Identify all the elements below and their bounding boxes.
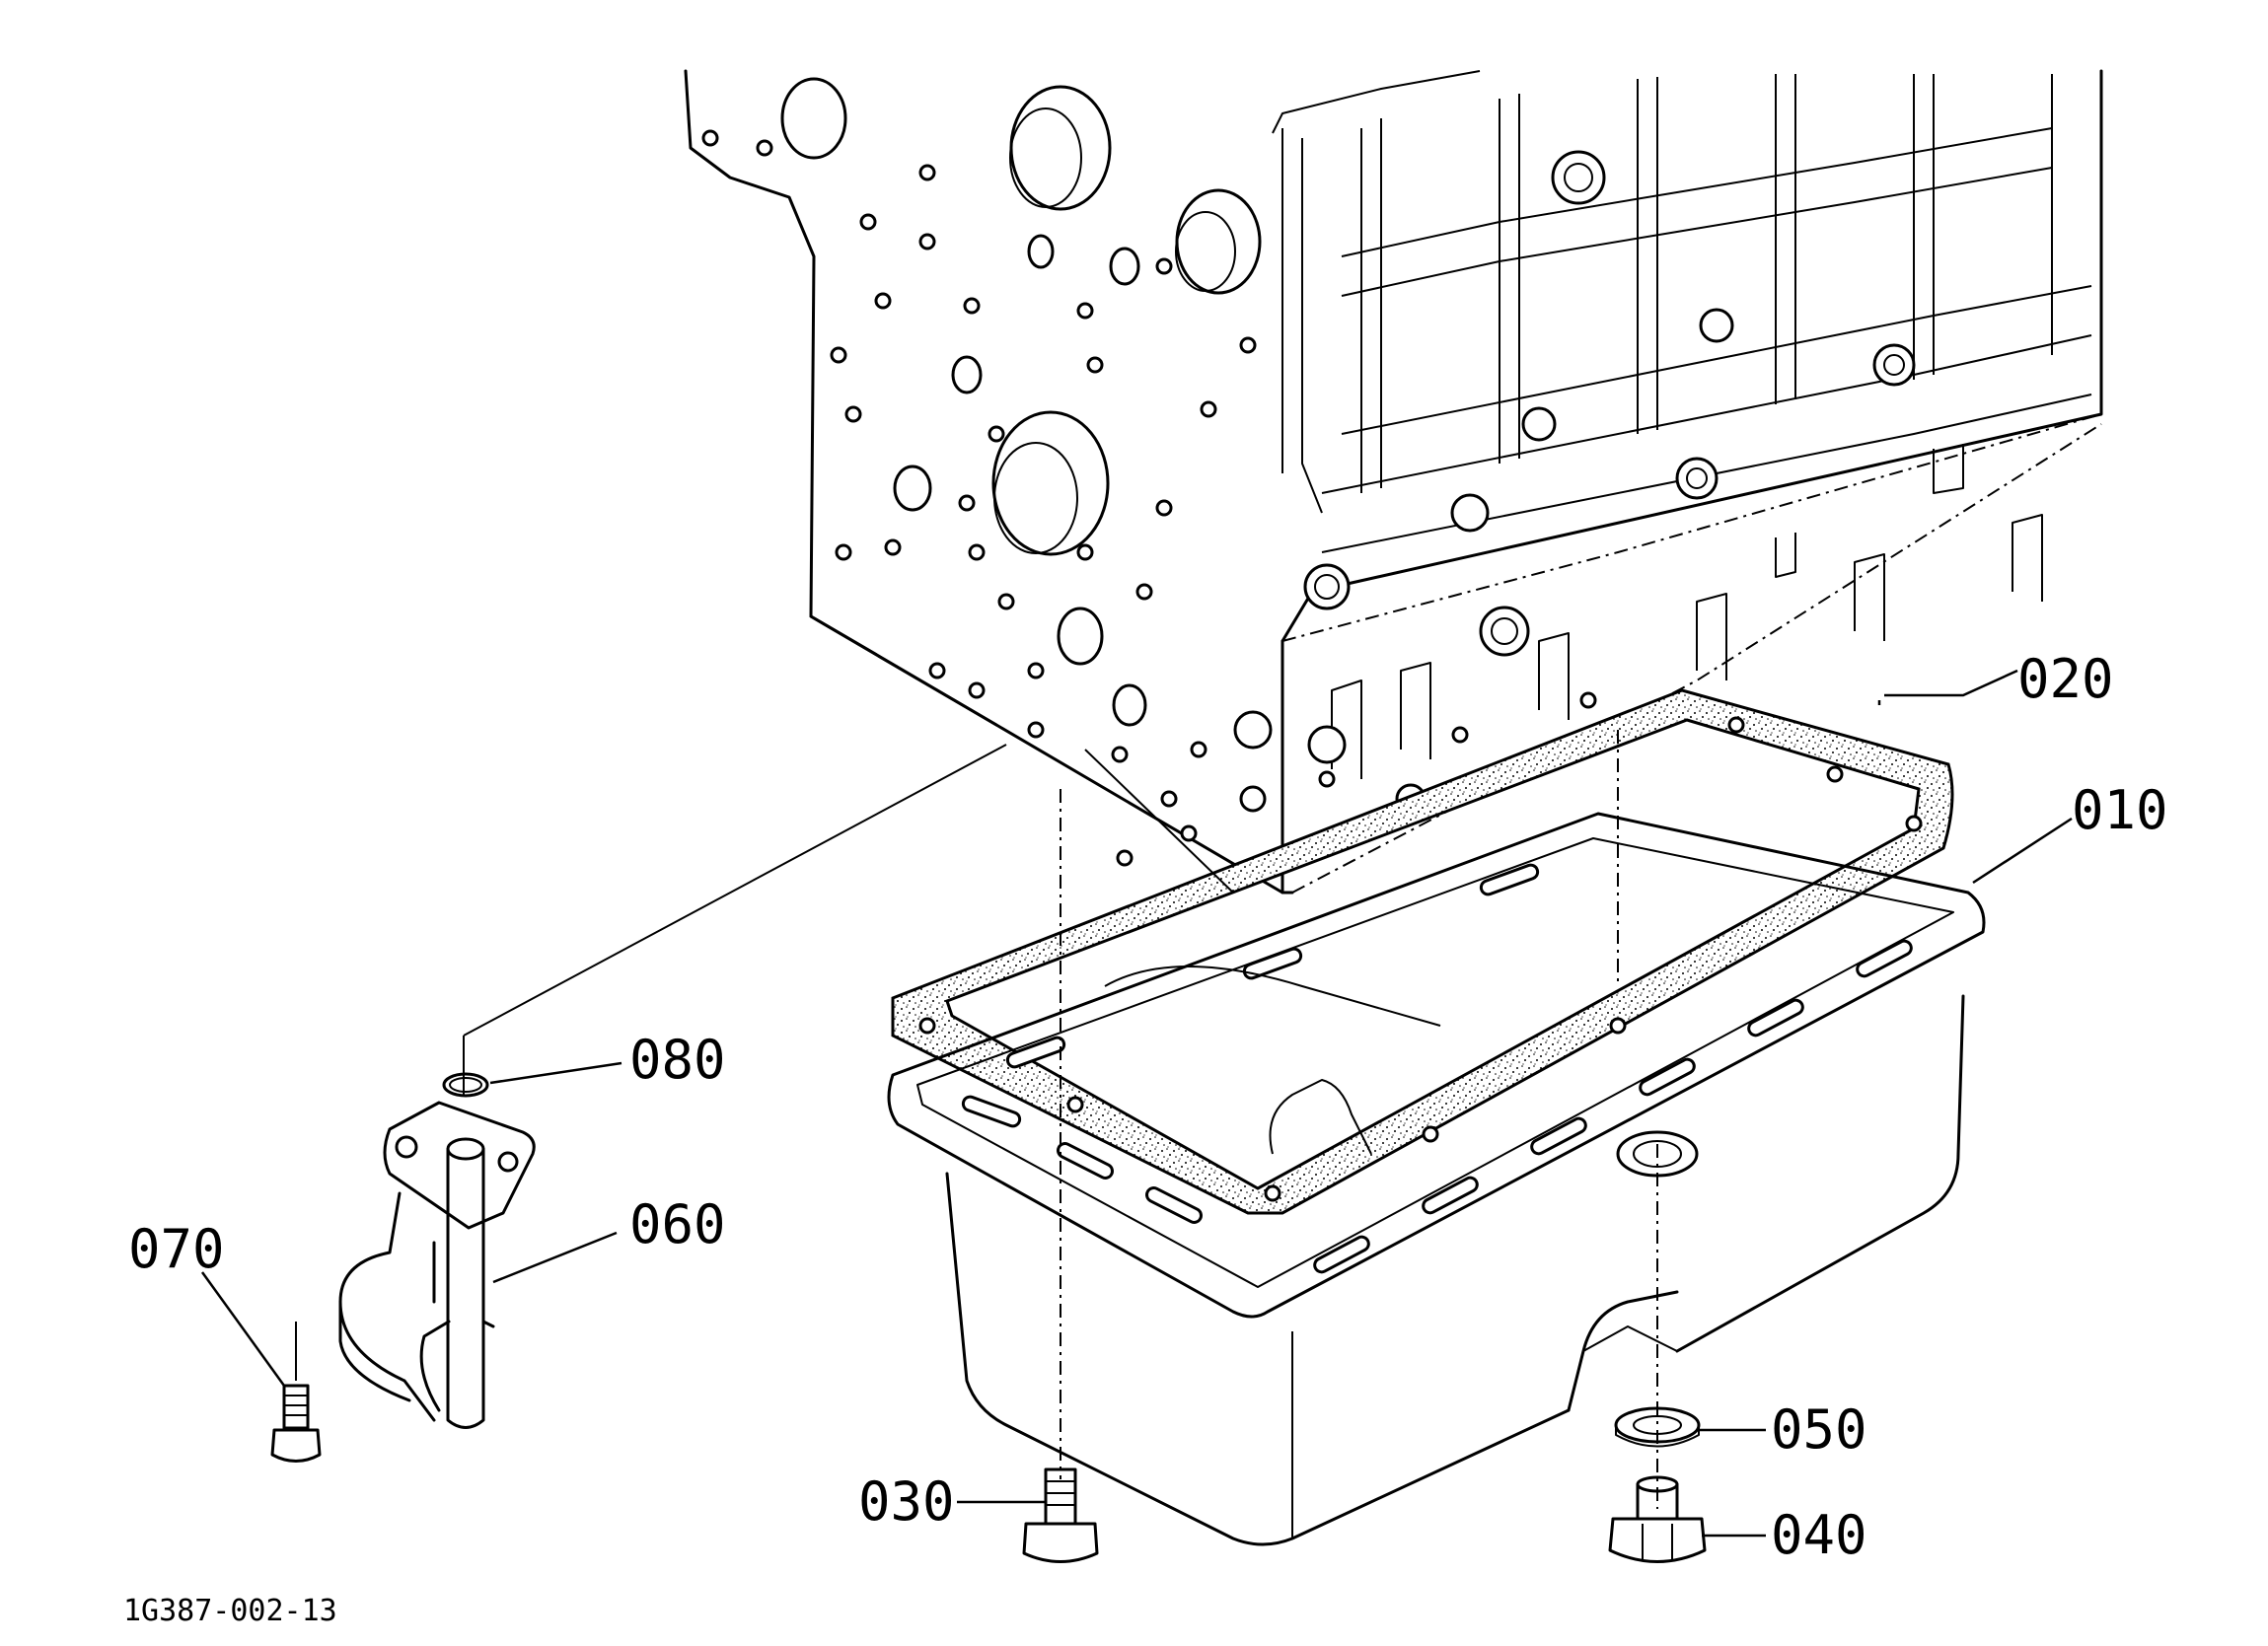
engine-block [684, 69, 2103, 895]
callout-040: 040 [1771, 1504, 1867, 1566]
drain-plug-040 [1608, 1475, 1707, 1563]
bolt-030 [1022, 1467, 1099, 1563]
o-ring-080 [442, 1072, 489, 1098]
front-face-holes [701, 129, 1257, 808]
callout-030: 030 [858, 1470, 955, 1533]
callouts: 020 010 080 060 070 050 030 040 [128, 648, 2168, 1566]
oil-pan-gasket-020 [891, 688, 1954, 1215]
callout-080: 080 [629, 1029, 726, 1091]
explode-lines [295, 744, 1658, 1509]
front-face-bores [780, 77, 1262, 727]
oil-strainer-060 [338, 1101, 536, 1429]
callout-010: 010 [2072, 779, 2168, 841]
washer-050 [1614, 1406, 1701, 1448]
callout-050: 050 [1771, 1398, 1867, 1461]
callout-020: 020 [2017, 648, 2114, 710]
callout-060: 060 [629, 1193, 726, 1255]
gasket-holes [918, 691, 1923, 1202]
callout-070: 070 [128, 1218, 225, 1280]
figure-reference-code: 1G387-002-13 [123, 1594, 337, 1628]
flange-slots [961, 863, 1913, 1274]
bolt-070 [270, 1384, 322, 1463]
block-bosses [1233, 150, 1916, 815]
